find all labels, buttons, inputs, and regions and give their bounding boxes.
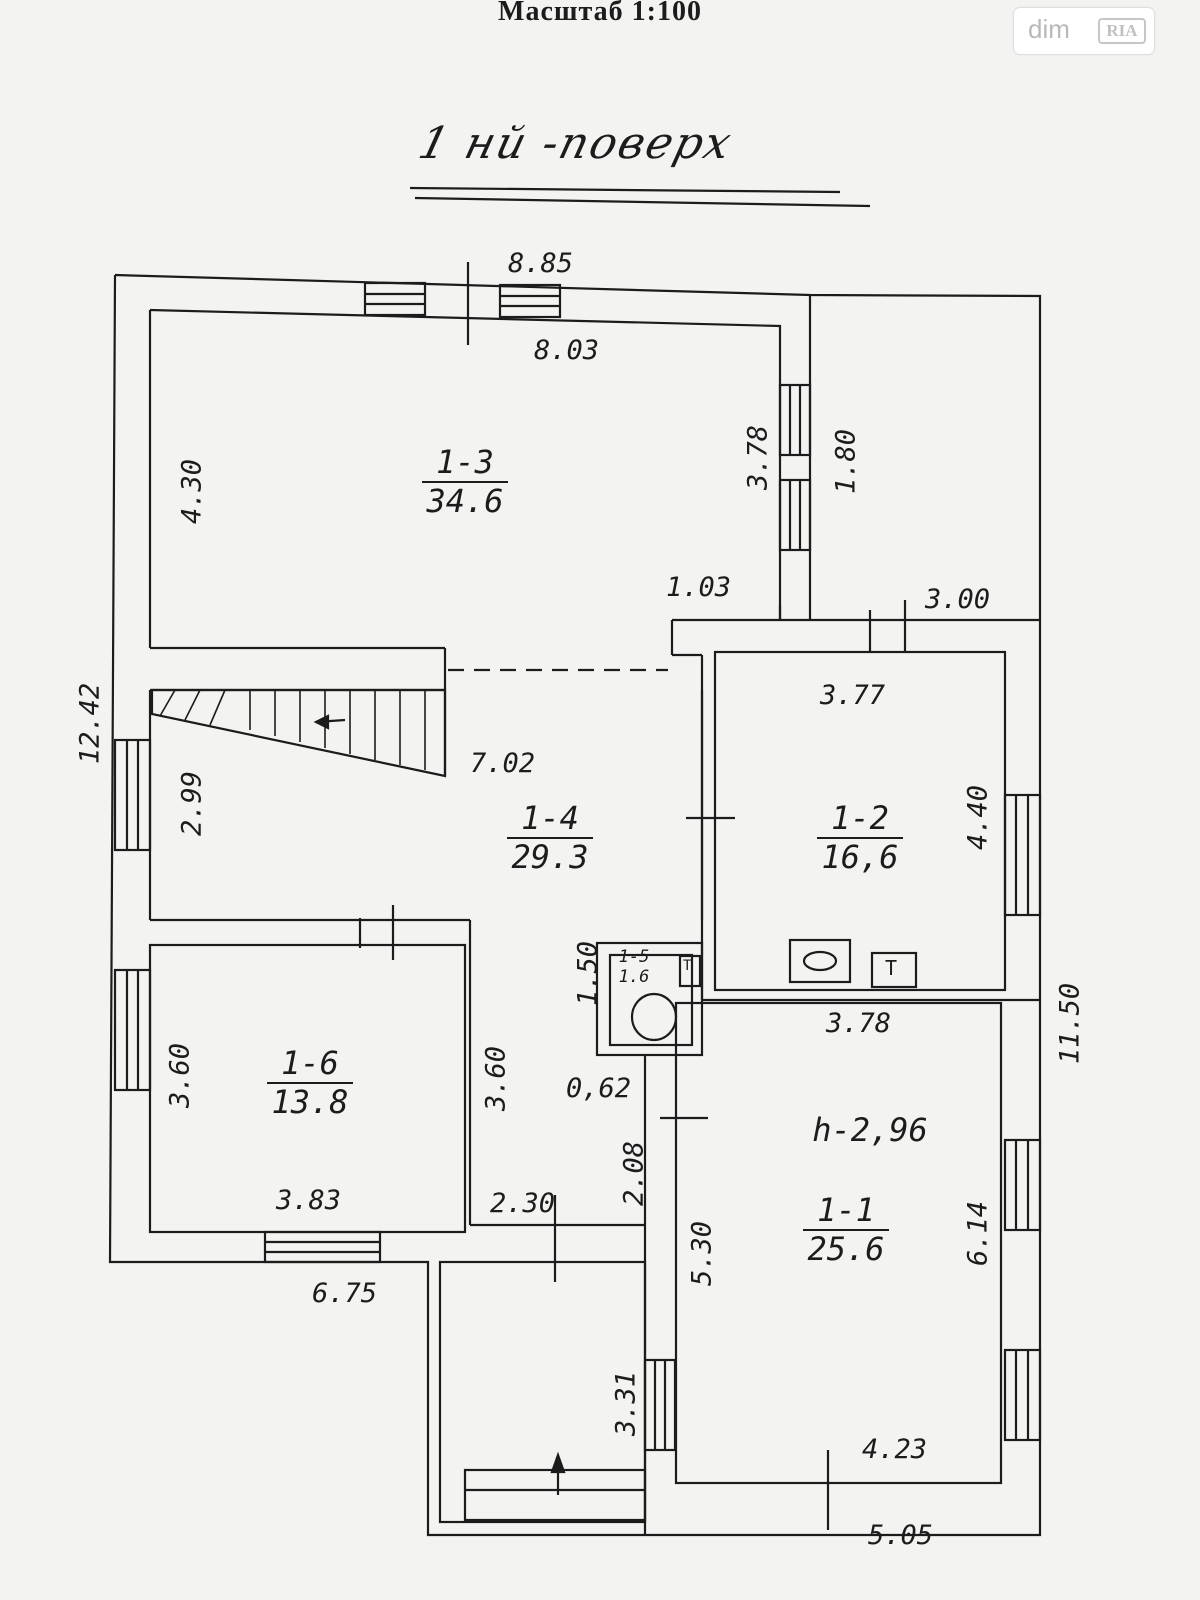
room-1-1-id: 1-1 (803, 1192, 889, 1231)
dim-offset-300: 3.00 (925, 584, 991, 615)
wc-heater (678, 954, 702, 988)
title-underline (409, 186, 841, 194)
dim-r11-top: 3.78 (826, 1008, 892, 1039)
dim-r16-right: 3.60 (480, 1045, 512, 1112)
dim-passage-208: 2.08 (618, 1140, 650, 1207)
dim-r11-left: 5.30 (686, 1220, 718, 1287)
room-1-1-outline (674, 1001, 1003, 1485)
dim-r11-right: 6.14 (962, 1200, 994, 1267)
room-1-6-id: 1-6 (267, 1045, 353, 1084)
ceiling-height: h-2,96 (812, 1111, 928, 1149)
stairs (150, 688, 447, 778)
room-1-4-id: 1-4 (507, 800, 593, 839)
watermark-dim: dim (1028, 14, 1070, 44)
watermark-ria: RIA (1098, 18, 1146, 44)
dim-r12-width: 3.77 (820, 680, 886, 711)
room-1-3-area: 34.6 (426, 481, 504, 520)
windows (113, 281, 1042, 1522)
room-1-1-area: 25.6 (807, 1229, 885, 1268)
outer-wall (108, 273, 1042, 1537)
room-1-4-area: 29.3 (511, 837, 589, 876)
boiler (870, 951, 918, 989)
toilet (630, 992, 678, 1042)
watermark-logo: dim RIA (1014, 8, 1154, 54)
dim-corner-side: 1.80 (830, 428, 862, 495)
dim-outer-top: 8.85 (508, 248, 574, 279)
room-1-2: 1-2 16,6 (790, 800, 930, 876)
room-1-3-id: 1-3 (422, 444, 508, 483)
dim-r13-width: 8.03 (534, 335, 600, 366)
dim-outer-right: 11.50 (1054, 982, 1086, 1065)
dim-r14-width: 7.02 (470, 748, 536, 779)
room-1-5-area: 1.6 (618, 966, 650, 987)
dim-r11-width: 4.23 (862, 1434, 928, 1465)
dim-passage-230: 2.30 (490, 1188, 556, 1219)
dim-r13-side: 3.78 (742, 424, 774, 491)
dim-r14-depth: 2.99 (176, 770, 208, 837)
room-1-5: 1-5 1.6 (604, 947, 664, 987)
room-1-5-outline (595, 941, 704, 1057)
dim-porch-side: 3.31 (610, 1370, 642, 1437)
room-1-1: 1-1 25.6 (776, 1192, 916, 1268)
dim-r16-width: 3.83 (276, 1185, 342, 1216)
dim-r16-left: 3.60 (164, 1042, 196, 1109)
sink (788, 938, 852, 984)
dim-r15-side: 1.50 (572, 940, 604, 1007)
scale-label: Масштаб 1:100 (498, 0, 702, 27)
boiler-label: T (885, 956, 898, 980)
room-1-6-area: 13.8 (271, 1082, 349, 1121)
dim-outer-left: 12.42 (74, 682, 106, 765)
dim-r12-depth: 4.40 (962, 784, 994, 851)
room-1-2-area: 16,6 (821, 837, 899, 876)
room-1-2-id: 1-2 (817, 800, 903, 839)
dim-passage-062: 0,62 (566, 1073, 632, 1104)
dim-outer-bottom-left: 6.75 (312, 1278, 378, 1309)
room-1-6: 1-6 13.8 (240, 1045, 380, 1121)
room-1-3: 1-3 34.6 (395, 444, 535, 520)
dim-outer-bottom-right: 5.05 (868, 1520, 934, 1551)
dim-r13-depth: 4.30 (176, 458, 208, 525)
title-underline-2 (414, 196, 871, 208)
room-1-4: 1-4 29.3 (480, 800, 620, 876)
dim-offset-103: 1.03 (666, 572, 732, 603)
room-1-5-id: 1-5 (618, 947, 650, 967)
wc-heater-label: T (683, 958, 692, 974)
